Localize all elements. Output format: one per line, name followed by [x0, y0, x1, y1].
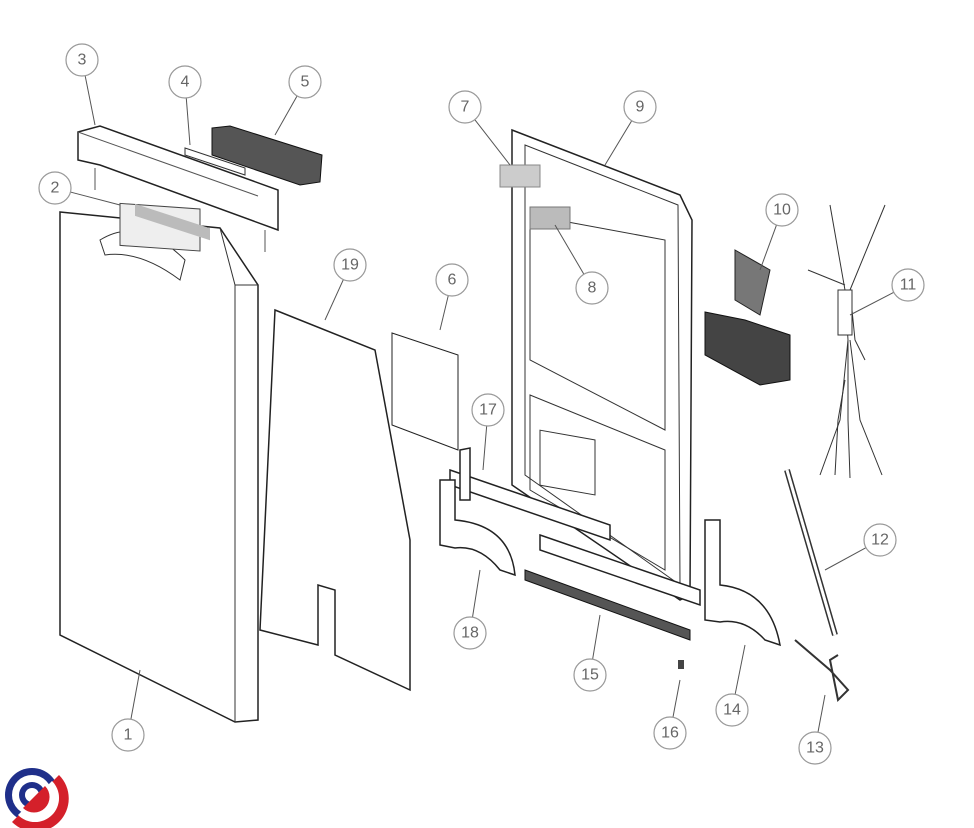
leader-line	[472, 569, 481, 618]
leader-line	[185, 97, 191, 146]
part-kickplate-strip	[524, 569, 691, 641]
callout-number: 15	[581, 667, 599, 684]
callout-14: 14	[715, 644, 749, 727]
callout-number: 11	[900, 277, 917, 294]
callout-number: 19	[341, 257, 359, 274]
leader-line	[604, 120, 633, 166]
callout-2: 2	[38, 171, 121, 206]
leader-line	[824, 547, 867, 571]
part-sensor-cable	[794, 639, 850, 703]
leader-line	[84, 75, 96, 126]
part-detergent-dispenser	[704, 249, 791, 386]
callout-circle	[168, 65, 202, 99]
callout-number: 4	[181, 74, 190, 91]
callout-circle	[288, 65, 322, 99]
callout-11: 11	[849, 268, 925, 316]
callout-number: 18	[461, 625, 479, 642]
leader-line	[482, 425, 488, 471]
leader-line	[439, 295, 449, 331]
leader-line	[474, 119, 511, 166]
callout-4: 4	[168, 65, 202, 146]
callout-number: 13	[806, 740, 824, 757]
callout-number: 3	[78, 52, 87, 69]
part-wire-harness	[807, 204, 886, 479]
callout-7: 7	[448, 90, 511, 166]
part-strip	[184, 147, 246, 176]
part-hinge-right	[704, 519, 781, 647]
part-dispenser-cap	[499, 164, 541, 188]
callout-number: 1	[124, 727, 133, 744]
callout-circle	[38, 171, 72, 205]
callout-circle	[653, 716, 687, 750]
part-insulation	[259, 308, 411, 692]
callout-number: 10	[773, 202, 791, 219]
callout-circle	[765, 193, 799, 227]
callout-circle	[111, 718, 145, 752]
part-control-panel	[77, 125, 279, 252]
callout-3: 3	[65, 43, 99, 126]
callout-circle	[863, 523, 897, 557]
callout-circle	[435, 263, 469, 297]
leader-line	[70, 191, 121, 206]
callout-1: 1	[111, 669, 145, 752]
part-inner-door	[511, 128, 693, 601]
callout-13: 13	[798, 694, 832, 765]
callout-6: 6	[435, 263, 469, 331]
leader-line	[817, 694, 826, 733]
callout-16: 16	[653, 679, 687, 750]
callout-circle	[453, 616, 487, 650]
callout-8: 8	[554, 224, 609, 305]
leader-line	[324, 279, 344, 321]
leader-line	[734, 644, 746, 695]
callout-number: 12	[871, 532, 889, 549]
leader-line	[849, 291, 895, 316]
leader-line	[130, 669, 141, 720]
callout-number: 17	[479, 402, 497, 419]
callout-number: 16	[661, 725, 679, 742]
brand-swirl-logo	[5, 768, 69, 828]
callout-circle	[798, 731, 832, 765]
callout-10: 10	[759, 193, 799, 271]
callout-number: 14	[723, 702, 741, 719]
leader-line	[759, 224, 777, 271]
part-hinge-left	[439, 479, 516, 577]
part-door-panel	[59, 211, 259, 723]
callout-circle	[573, 658, 607, 692]
callout-circle	[65, 43, 99, 77]
callout-5: 5	[274, 65, 322, 136]
leader-line	[672, 679, 681, 718]
part-pad	[391, 332, 459, 451]
callout-circle	[715, 693, 749, 727]
callout-9: 9	[604, 90, 657, 166]
leader-line	[554, 224, 585, 275]
part-control-board	[211, 125, 323, 186]
callout-circle	[623, 90, 657, 124]
callout-18: 18	[453, 569, 487, 650]
callout-circle	[333, 248, 367, 282]
callout-circle	[891, 268, 925, 302]
leader-line	[274, 95, 298, 136]
callout-15: 15	[573, 614, 607, 692]
callout-19: 19	[324, 248, 367, 321]
callout-circle	[471, 393, 505, 427]
callout-number: 7	[461, 99, 470, 116]
callout-circle	[575, 271, 609, 305]
callout-number: 6	[448, 272, 457, 289]
callout-12: 12	[824, 523, 897, 571]
callout-number: 8	[588, 280, 597, 297]
callout-17: 17	[471, 393, 505, 471]
part-screw	[678, 660, 684, 669]
leader-line	[592, 614, 601, 660]
callout-number: 5	[301, 74, 310, 91]
callout-number: 9	[636, 99, 645, 116]
callout-number: 2	[51, 180, 60, 197]
part-rinse-aid	[529, 206, 571, 230]
callout-circle	[448, 90, 482, 124]
